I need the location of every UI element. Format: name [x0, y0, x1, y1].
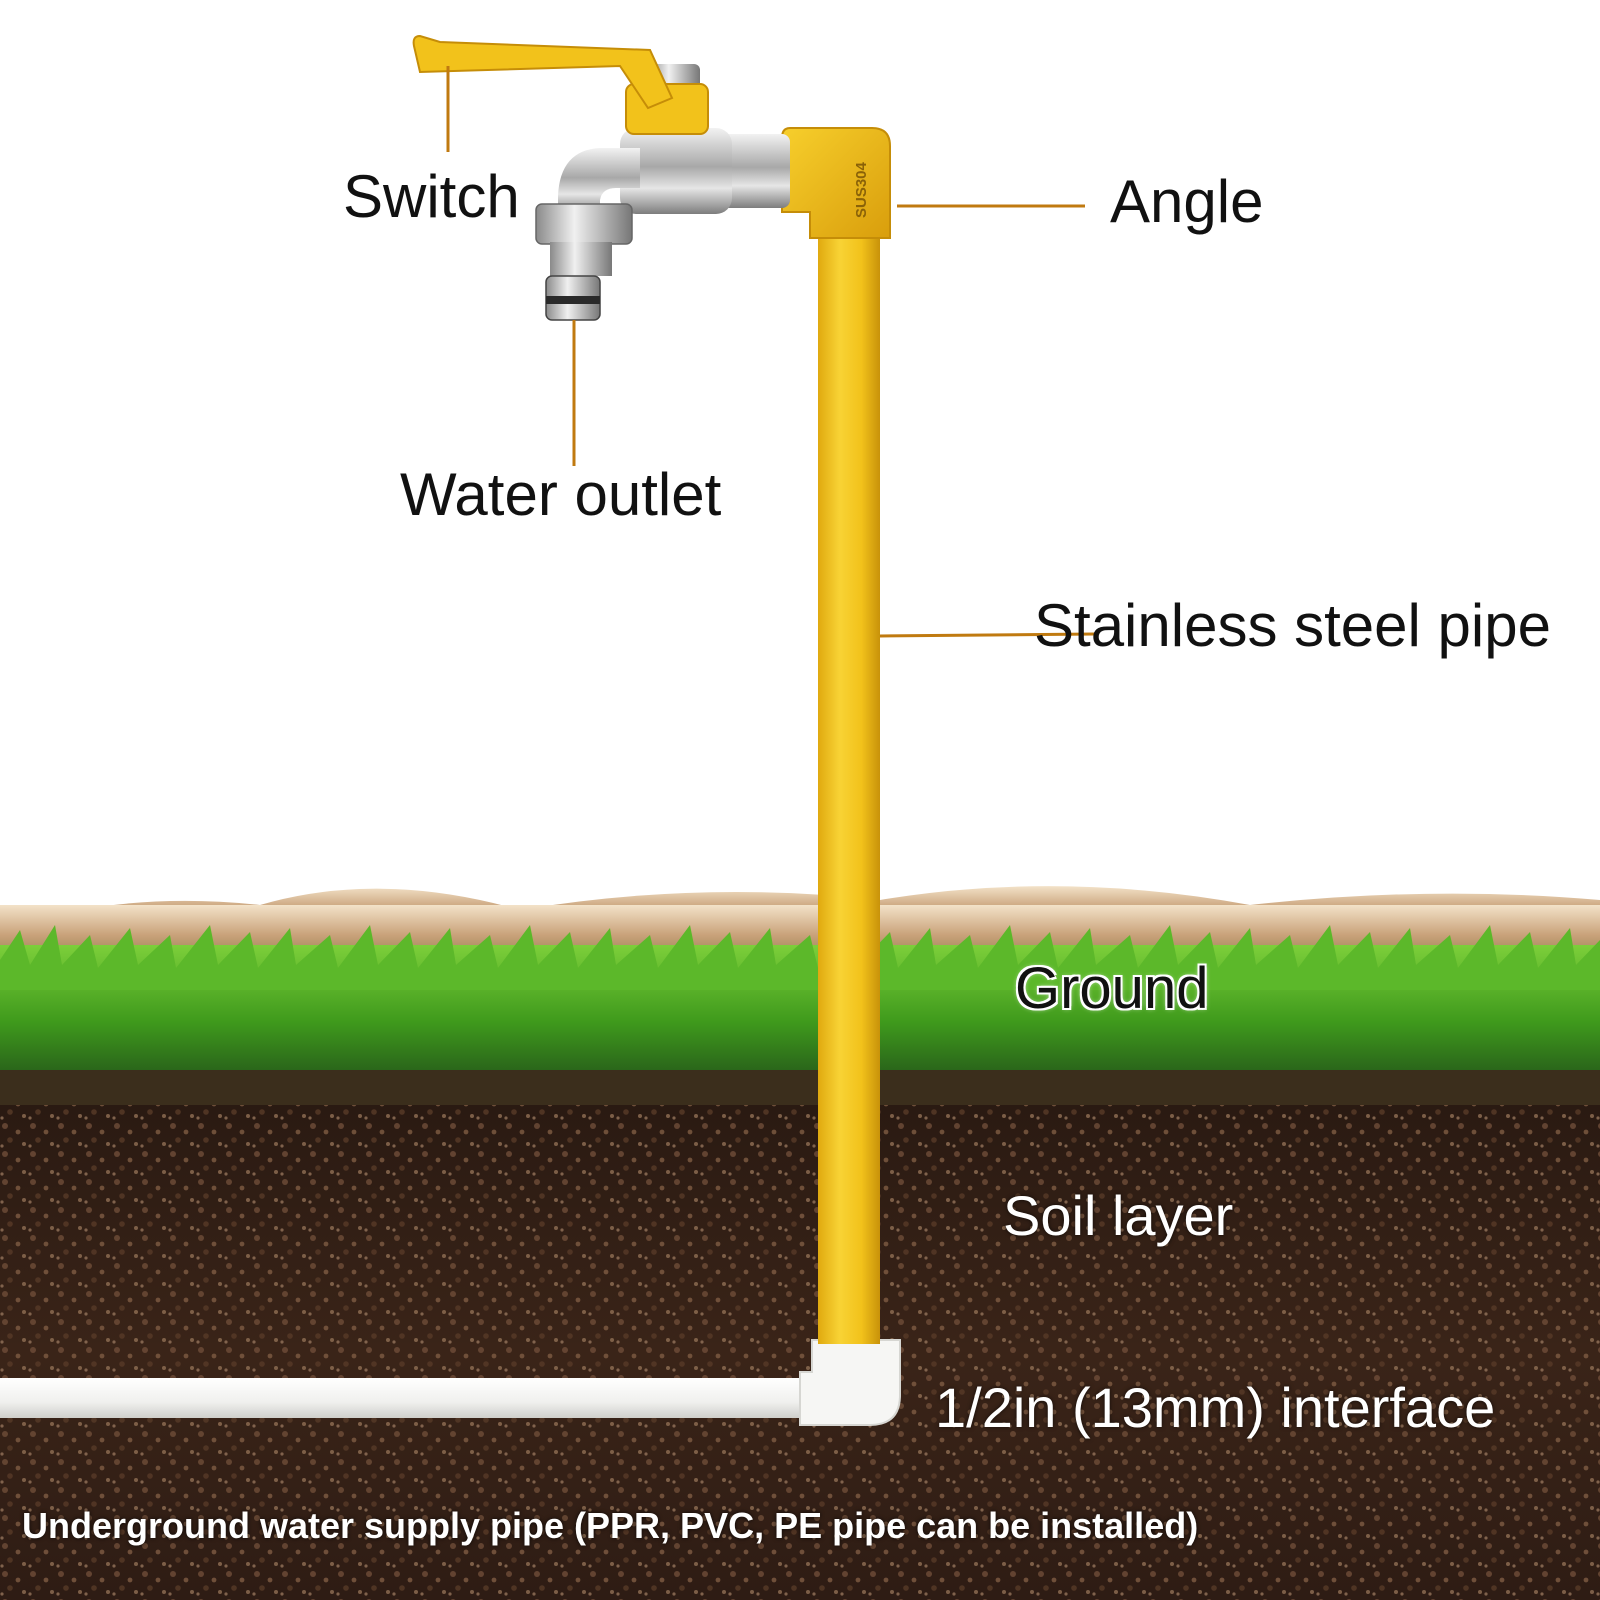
switch-handle	[412, 34, 674, 110]
hose-connector-body	[550, 242, 612, 276]
pipe-marking: SUS304	[853, 161, 870, 218]
distant-hills	[0, 886, 1600, 930]
water-outlet-label: Water outlet	[400, 461, 722, 528]
hose-connector-groove	[546, 296, 600, 304]
stainless-steel-pipe-label: Stainless steel pipe	[1034, 592, 1551, 659]
stainless-steel-pipe	[818, 222, 880, 1344]
hose-connector-ring	[535, 203, 633, 245]
faucet-body	[620, 128, 732, 214]
underground-pipe-label: Underground water supply pipe (PPR, PVC,…	[22, 1505, 1199, 1546]
faucet-spout	[558, 148, 640, 214]
faucet-connector-nut	[716, 134, 790, 208]
underground-elbow-fitting	[799, 1339, 901, 1426]
ground-label: Ground	[1015, 956, 1209, 1021]
topsoil-band	[0, 1070, 1600, 1110]
grass-blades	[0, 925, 1600, 990]
soil-texture	[0, 1105, 1600, 1600]
switch-label: Switch	[343, 163, 520, 230]
interface-size-label: 1/2in (13mm) interface	[935, 1376, 1496, 1439]
underground-supply-pipe	[0, 1378, 812, 1418]
angle-label: Angle	[1110, 168, 1264, 235]
soil-layer-label: Soil layer	[1003, 1184, 1234, 1247]
angle-fitting	[781, 127, 891, 239]
pipe-leader-line	[879, 632, 1096, 638]
